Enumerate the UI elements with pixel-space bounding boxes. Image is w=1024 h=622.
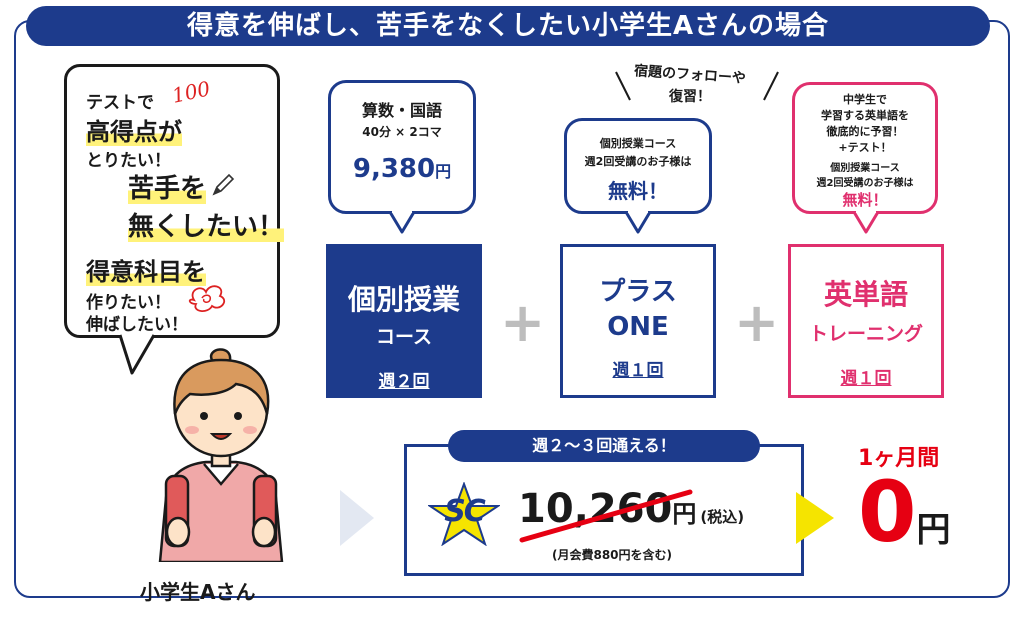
- course2-note-line-1: 個別授業コース: [599, 137, 677, 150]
- bubble3-tail: [852, 210, 880, 234]
- speech-highlight: 得意科目を: [86, 258, 206, 286]
- plus-sign-2: +: [734, 291, 780, 354]
- page-title: 得意を伸ばし、苦手をなくしたい小学生Aさんの場合: [26, 6, 990, 46]
- result-price-unit: 円: [916, 510, 951, 550]
- speech-line-7: 作りたい！: [86, 293, 171, 313]
- speech-line-6: 得意科目を: [86, 252, 206, 287]
- student-label: 小学生Aさん: [140, 580, 256, 604]
- speech-line-5: 無くしたい！: [128, 206, 285, 243]
- course3-note-line-1: 中学生で: [843, 93, 887, 106]
- course-box-individual: 個別授業 コース 週２回: [326, 244, 482, 398]
- course1-price: 9,380円: [331, 154, 473, 184]
- course3-frequency: 週１回: [840, 369, 892, 389]
- course-box-vocab: 英単語 トレーニング 週１回: [788, 244, 944, 398]
- course3-name-1: 英単語: [823, 278, 908, 311]
- speech-line-2: 高得点が: [86, 112, 182, 147]
- course2-name-1: プラス: [599, 277, 677, 307]
- course3-name-2: トレーニング: [808, 323, 923, 345]
- chevron-right-icon: [340, 490, 374, 546]
- student-illustration: [158, 348, 284, 562]
- speech-bubble: [64, 64, 280, 338]
- course3-note-line-5: 個別授業コース: [830, 163, 900, 174]
- course2-free-bubble: 個別授業コース 週2回受講のお子様は 無料！: [564, 118, 712, 214]
- course1-price-bubble: 算数・国語 40分 × 2コマ 9,380円: [328, 80, 476, 214]
- pencil-icon: [212, 173, 235, 196]
- course1-frequency: 週２回: [378, 372, 430, 392]
- course3-free-label: 無料！: [842, 191, 888, 209]
- old-price-unit: 円: [672, 500, 697, 528]
- subjects-label: 算数・国語: [361, 101, 442, 120]
- course2-note-line-2: 週2回受講のお子様は: [584, 155, 692, 168]
- course3-note-line-3: 徹底的に予習！: [826, 125, 904, 138]
- speech-line-4: 苦手を: [128, 168, 207, 205]
- tax-label: (税込): [700, 508, 745, 526]
- speech-highlight: 高得点が: [86, 118, 182, 146]
- course1-name-2: コース: [375, 326, 433, 348]
- speech-line-3: とりたい！: [86, 151, 171, 171]
- course3-note-line-6: 週2回受講のお子様は: [816, 178, 914, 189]
- speech-highlight: 苦手を: [128, 174, 207, 204]
- course3-free-bubble: 中学生で 学習する英単語を 徹底的に予習！ +テスト！ 個別授業コース 週2回受…: [792, 82, 938, 214]
- old-price-value: 10,260: [518, 486, 673, 532]
- period-label: 1ヶ月間: [858, 446, 940, 471]
- old-price: 10,260円(税込): [518, 486, 744, 532]
- sc-logo-text: SC: [444, 494, 486, 529]
- membership-fee-note: (月会費880円を含む): [552, 548, 673, 562]
- course3-note-line-4: +テスト！: [838, 141, 892, 154]
- course1-name-1: 個別授業: [347, 283, 460, 316]
- note-accent-lines: [615, 71, 779, 101]
- course1-price-unit: 円: [435, 162, 452, 181]
- speech-highlight: 無くしたい！: [128, 212, 285, 242]
- plus-sign-1: +: [500, 291, 546, 354]
- course2-name-2: ONE: [607, 312, 669, 342]
- speech-bubble-tail: [118, 333, 156, 375]
- strikethrough-line: [519, 489, 693, 543]
- result-price: 0円: [858, 464, 950, 560]
- course3-note-line-2: 学習する英単語を: [821, 109, 909, 122]
- arrow-right-icon: [796, 492, 834, 544]
- course-box-plus-one: プラス ONE 週１回: [560, 244, 716, 398]
- speech-line-8: 伸ばしたい！: [86, 315, 188, 335]
- bubble2-tail: [624, 210, 652, 234]
- homework-note-line-2: 復習！: [669, 89, 711, 105]
- lesson-count-label: 40分 × 2コマ: [362, 125, 442, 139]
- bubble1-tail: [388, 210, 416, 234]
- course2-frequency: 週１回: [612, 361, 664, 381]
- course1-price-value: 9,380: [352, 154, 436, 184]
- speech-line-1: テストで: [86, 93, 154, 113]
- visits-header-pill: 週２～３回通える！: [448, 430, 760, 462]
- sc-logo-star-icon: [428, 482, 500, 546]
- result-price-value: 0: [858, 463, 917, 561]
- flower-doodle-icon: [188, 285, 225, 312]
- course2-free-label: 無料！: [608, 179, 668, 203]
